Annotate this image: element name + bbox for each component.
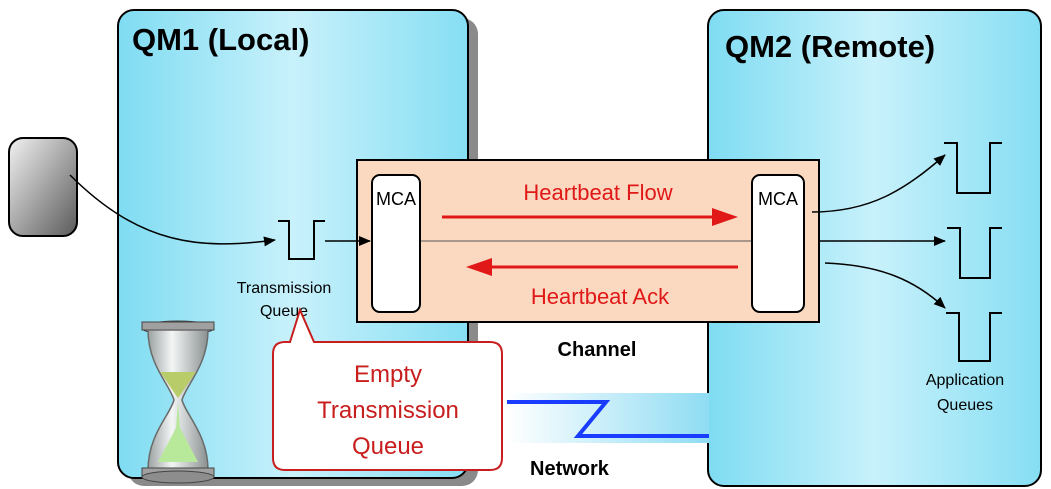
- callout-bubble: [272, 307, 503, 471]
- transmission-queue-icon: [278, 220, 325, 260]
- heartbeat-flow-label: Heartbeat Flow: [523, 180, 672, 205]
- heartbeat-ack-label: Heartbeat Ack: [531, 284, 670, 309]
- callout-line1: Empty: [354, 361, 422, 388]
- mca-to-queue1-arrow: [811, 154, 946, 213]
- network-label: Network: [530, 458, 610, 480]
- transmission-queue-label-line2: Queue: [260, 303, 308, 320]
- app-queue-1-icon: [944, 142, 1002, 194]
- transmission-queue-label-line1: Transmission: [237, 280, 332, 297]
- network-link: [507, 400, 709, 438]
- channel-label: Channel: [558, 339, 637, 361]
- application-queues-label-line2: Queues: [937, 397, 993, 414]
- application-queues-label-line1: Application: [926, 372, 1004, 389]
- application-icon: [8, 137, 78, 237]
- callout-line2: Transmission: [317, 397, 459, 424]
- app-queue-2-icon: [947, 227, 1002, 279]
- hourglass-icon: [141, 320, 215, 484]
- mca-left-box: [371, 174, 421, 313]
- heartbeat-flow-arrowhead: [712, 208, 738, 226]
- app-to-xmitq-arrow: [69, 174, 276, 247]
- qm1-title: QM1 (Local): [132, 22, 309, 57]
- mca-right-label: MCA: [758, 189, 798, 209]
- heartbeat-ack-arrowhead: [466, 258, 492, 276]
- qm2-title: QM2 (Remote): [725, 29, 935, 64]
- callout-line3: Queue: [352, 433, 424, 460]
- app-queue-3-icon: [946, 312, 1002, 362]
- mca-left-label: MCA: [376, 189, 416, 209]
- mca-right-box: [751, 174, 805, 313]
- mca-to-queue3-arrow: [824, 262, 946, 309]
